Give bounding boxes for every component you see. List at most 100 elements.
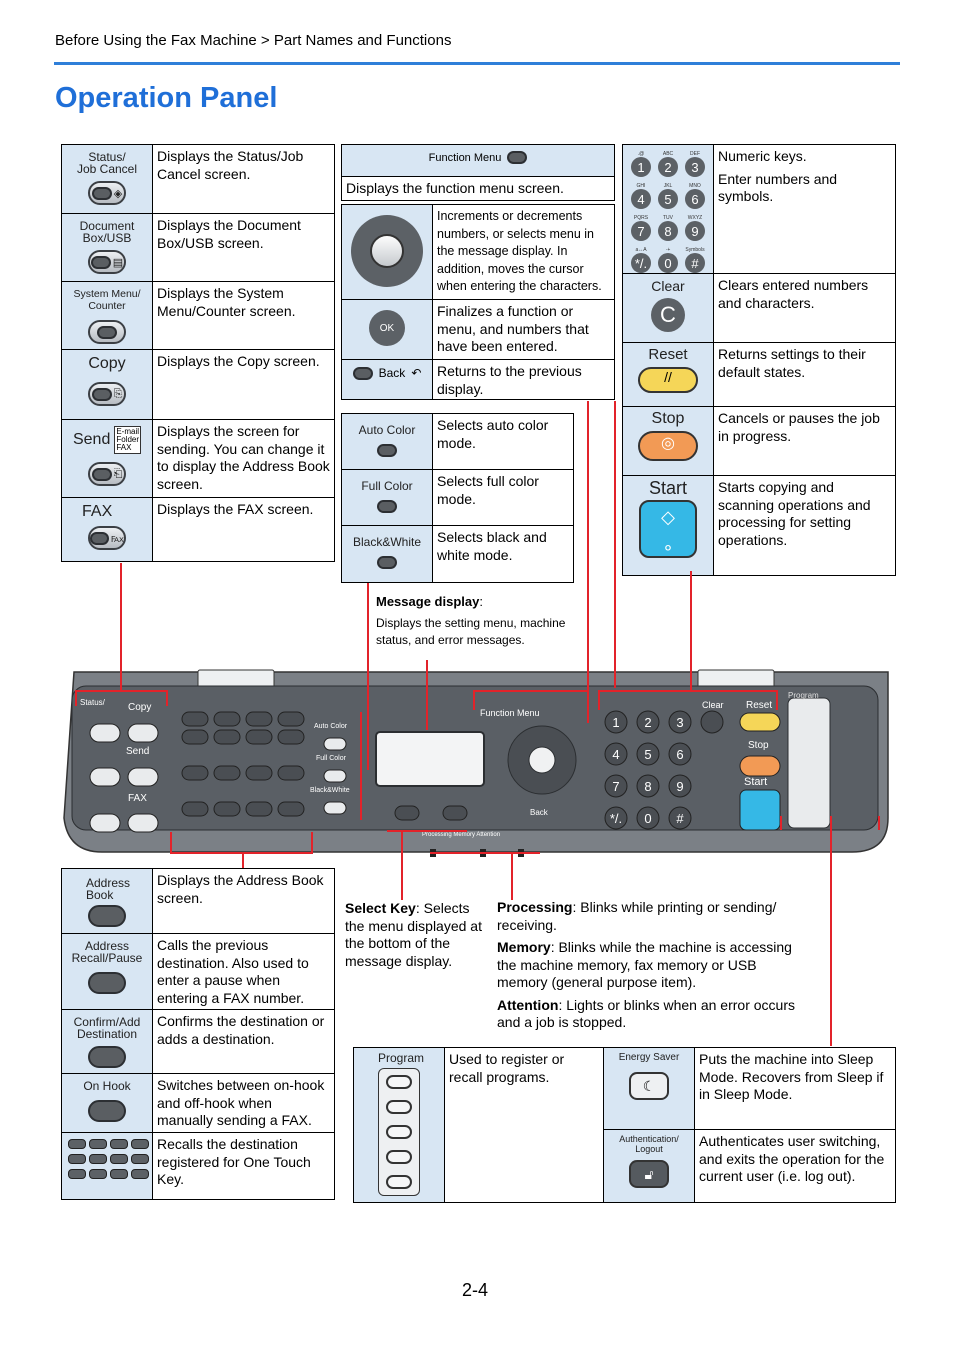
one-touch-key[interactable] bbox=[68, 1139, 86, 1149]
reset-button[interactable]: // bbox=[638, 367, 698, 393]
program-keys[interactable] bbox=[378, 1068, 420, 1196]
panel-numeric-key bbox=[604, 710, 628, 734]
one-touch-key[interactable] bbox=[110, 1154, 128, 1164]
numeric-key[interactable]: ·+0 bbox=[657, 247, 679, 273]
on-hook-label: On Hook bbox=[83, 1079, 131, 1093]
numeric-key-letters: ABC bbox=[662, 151, 674, 157]
one-touch-key[interactable] bbox=[110, 1169, 128, 1179]
panel-numeric-key-label: # bbox=[676, 811, 684, 826]
panel-numeric-key-label: 7 bbox=[612, 779, 619, 794]
arrow-keys[interactable] bbox=[351, 215, 423, 287]
panel-address-key bbox=[245, 711, 273, 727]
energy-saver-button[interactable]: ☾ bbox=[629, 1072, 669, 1100]
stop-button[interactable]: ◎ bbox=[638, 431, 698, 461]
one-touch-key[interactable] bbox=[110, 1139, 128, 1149]
panel-numeric-key bbox=[636, 806, 660, 830]
panel-fax-label: FAX bbox=[128, 793, 147, 804]
header-rule bbox=[54, 62, 900, 65]
system-menu-button[interactable] bbox=[88, 320, 126, 344]
document-box-label: Document Box/USB bbox=[79, 219, 135, 245]
status-job-cancel-desc: Displays the Status/Job Cancel screen. bbox=[152, 144, 335, 214]
one-touch-key[interactable] bbox=[89, 1169, 107, 1179]
address-recall-button[interactable] bbox=[88, 972, 126, 994]
confirm-add-desc: Confirms the destination or adds a desti… bbox=[152, 1009, 335, 1074]
one-touch-key[interactable] bbox=[68, 1169, 86, 1179]
bw-label: Black&White bbox=[352, 535, 422, 549]
auto-color-button[interactable] bbox=[377, 444, 397, 457]
select-key-desc: : Selects the menu displayed at the bott… bbox=[345, 900, 482, 969]
arrow-center bbox=[370, 234, 404, 268]
address-book-button[interactable] bbox=[88, 905, 126, 927]
one-touch-key-cell bbox=[61, 1132, 153, 1200]
full-color-button[interactable] bbox=[377, 500, 397, 513]
panel-one-touch-key bbox=[181, 801, 209, 817]
processing-title: Processing bbox=[497, 899, 573, 915]
ok-button[interactable]: OK bbox=[369, 310, 405, 346]
numeric-key[interactable]: .@1 bbox=[630, 151, 652, 177]
one-touch-key[interactable] bbox=[131, 1169, 149, 1179]
copy-key-cell: Copy ⎘ bbox=[61, 349, 153, 420]
document-box-key-cell: Document Box/USB ▤ bbox=[61, 213, 153, 282]
on-hook-button[interactable] bbox=[88, 1100, 126, 1122]
callout-line-left bbox=[120, 563, 122, 690]
confirm-add-key-cell: Confirm/Add Destination bbox=[61, 1009, 153, 1074]
memory-desc: : Blinks while the machine is accessing … bbox=[497, 939, 792, 990]
function-menu-button[interactable] bbox=[507, 151, 528, 164]
one-touch-key[interactable] bbox=[131, 1139, 149, 1149]
energy-saver-label: Energy Saver bbox=[618, 1052, 680, 1063]
numeric-key-letters: .@ bbox=[637, 151, 645, 157]
panel-bw-label: Black&White bbox=[310, 787, 350, 794]
one-touch-key[interactable] bbox=[89, 1139, 107, 1149]
fax-desc: Displays the FAX screen. bbox=[152, 497, 335, 562]
callout-box-fm-l bbox=[473, 690, 475, 710]
panel-one-touch-key bbox=[245, 729, 273, 745]
document-box-button[interactable]: ▤ bbox=[88, 250, 126, 274]
back-button[interactable] bbox=[352, 366, 373, 380]
one-touch-key[interactable] bbox=[89, 1154, 107, 1164]
fax-button[interactable]: ℻ bbox=[88, 526, 126, 550]
left-key-table: Status/ Job Cancel ◈ Displays the Status… bbox=[61, 144, 335, 562]
copy-button[interactable]: ⎘ bbox=[88, 382, 126, 406]
clear-button[interactable]: C bbox=[651, 298, 685, 332]
panel-numeric-key-label: */. bbox=[610, 811, 622, 826]
one-touch-key[interactable] bbox=[68, 1154, 86, 1164]
auth-logout-button[interactable]: 🔓︎ bbox=[629, 1160, 669, 1188]
one-touch-desc: Recalls the destination registered for O… bbox=[152, 1132, 335, 1200]
one-touch-key[interactable] bbox=[131, 1154, 149, 1164]
callout-box-bottom-r bbox=[311, 832, 313, 854]
numeric-key[interactable]: a↔A*/. bbox=[630, 247, 652, 273]
send-button[interactable]: ⎗ bbox=[88, 462, 126, 486]
numeric-key-digit: 1 bbox=[631, 157, 651, 177]
bw-button[interactable] bbox=[377, 556, 397, 569]
confirm-add-button[interactable] bbox=[88, 1046, 126, 1068]
page-title: Operation Panel bbox=[55, 82, 278, 114]
panel-numeric-key bbox=[668, 710, 692, 734]
start-desc: Starts copying and scanning operations a… bbox=[713, 475, 896, 576]
numeric-key-digit: 0 bbox=[658, 253, 678, 273]
attention-title: Attention bbox=[497, 996, 559, 1013]
auth-logout-key-cell: Authentication/ Logout 🔓︎ bbox=[603, 1129, 695, 1203]
status-job-cancel-button[interactable]: ◈ bbox=[88, 181, 126, 205]
on-hook-desc: Switches between on-hook and off-hook wh… bbox=[152, 1073, 335, 1133]
numeric-key[interactable]: Symbols# bbox=[684, 247, 706, 273]
callout-line-color bbox=[367, 583, 369, 770]
memory-title: Memory bbox=[497, 939, 551, 955]
one-touch-keys[interactable] bbox=[62, 1139, 152, 1179]
panel-one-touch-key bbox=[181, 729, 209, 745]
start-button[interactable]: ◇∘ bbox=[639, 500, 697, 558]
color-mode-table: Auto Color Selects auto color mode. Full… bbox=[341, 413, 574, 583]
callout-line-back bbox=[587, 401, 589, 723]
panel-numeric-key-label: 9 bbox=[676, 779, 683, 794]
callout-line-right bbox=[690, 571, 692, 691]
panel-function-menu-label: Function Menu bbox=[480, 708, 540, 718]
